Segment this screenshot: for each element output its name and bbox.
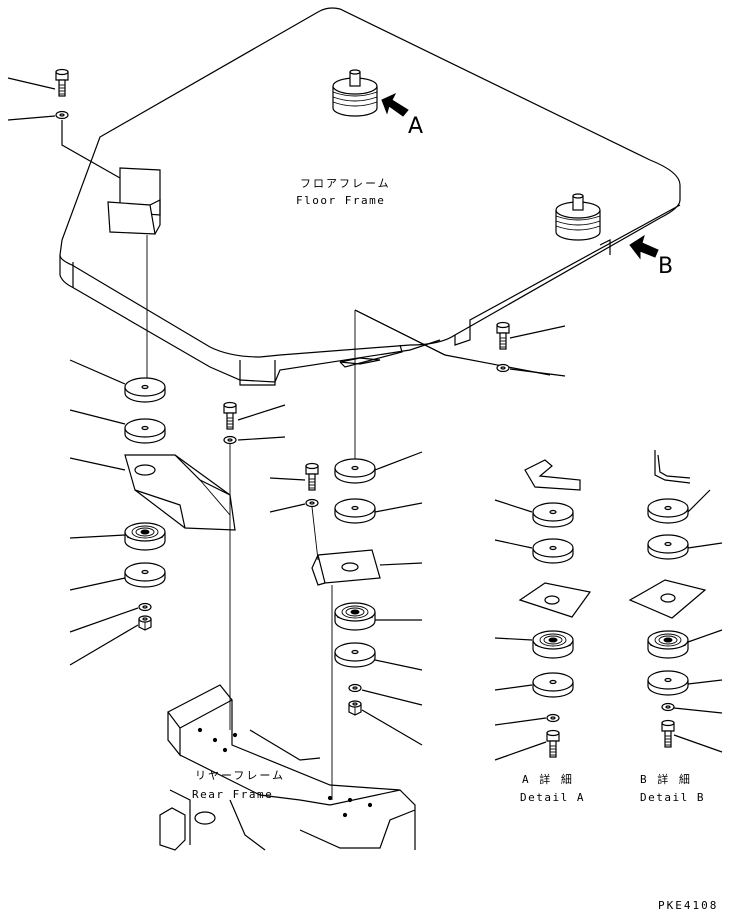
floor-frame-label-jp: フロアフレーム (300, 177, 391, 190)
bolt (55, 68, 69, 97)
detail-b-label-jp: B 詳 細 (640, 773, 692, 786)
floor-frame-plate (59, 7, 681, 386)
rear-frame-label-en: Rear Frame (192, 788, 274, 801)
arrow-b-icon (629, 234, 659, 260)
rubber-disc (124, 418, 166, 444)
bolt (223, 401, 237, 430)
mount-bracket (124, 454, 236, 531)
washer (138, 602, 152, 612)
bolt (305, 462, 319, 491)
washer (223, 435, 237, 445)
detail-a-assembly (494, 459, 592, 761)
detail-b-assembly (628, 450, 723, 753)
rubber-disc (334, 458, 376, 484)
floor-frame-label-en: Floor Frame (296, 194, 386, 207)
view-a-label: A (408, 114, 424, 139)
drawing-code: PKE4108 (658, 899, 719, 912)
rubber-disc (124, 377, 166, 403)
washer (496, 363, 510, 373)
detail-b-label-en: Detail B (640, 791, 705, 804)
detail-a-label-en: Detail A (520, 791, 585, 804)
mount-plate (311, 549, 381, 586)
rubber-mount (334, 602, 376, 631)
rubber-mount (124, 522, 166, 551)
washer (55, 110, 69, 120)
rubber-disc (334, 498, 376, 524)
view-b-label: B (658, 254, 674, 279)
arrow-a-icon (381, 92, 409, 117)
nut (348, 700, 362, 716)
bolt (496, 321, 510, 350)
nut (138, 615, 152, 631)
detail-a-label-jp: A 詳 細 (522, 773, 574, 786)
rear-frame-label-jp: リヤーフレーム (195, 769, 286, 782)
washer (348, 683, 362, 693)
rubber-disc (124, 562, 166, 588)
washer (305, 498, 319, 508)
rear-frame (159, 684, 416, 851)
rubber-disc (334, 642, 376, 668)
